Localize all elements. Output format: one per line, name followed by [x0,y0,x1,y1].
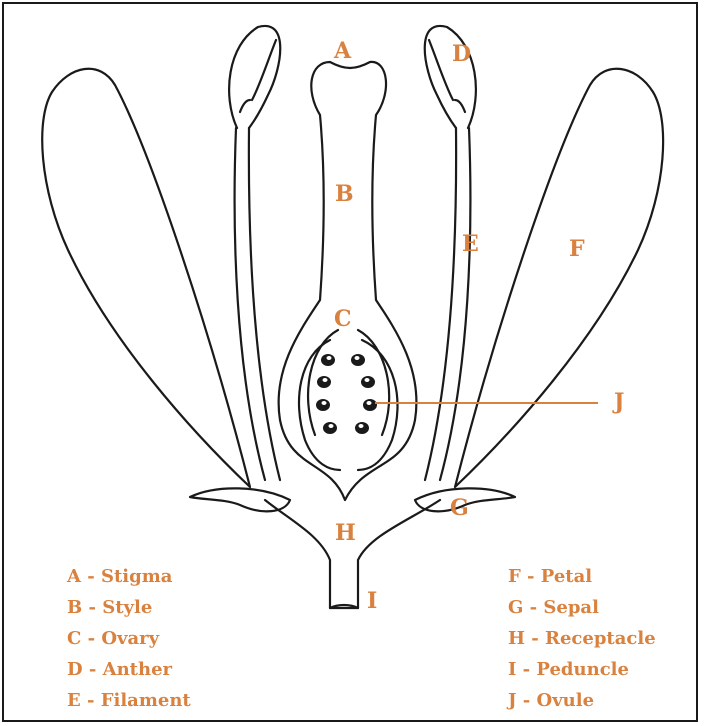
legend-item-style: B - Style [67,592,191,623]
legend-left: A - Stigma B - Style C - Ovary D - Anthe… [67,561,191,716]
label-f: F [569,238,585,260]
left-anther [229,26,280,128]
label-i: I [367,590,377,612]
left-petal [42,69,250,487]
label-e: E [462,233,479,255]
legend-item-ovary: C - Ovary [67,623,191,654]
legend-item-peduncle: I - Peduncle [508,654,656,685]
legend-item-sepal: G - Sepal [508,592,656,623]
right-petal [455,69,663,487]
legend-item-anther: D - Anther [67,654,191,685]
label-g: G [450,497,469,519]
legend-item-petal: F - Petal [508,561,656,592]
label-j: J [614,391,624,413]
legend-item-receptacle: H - Receptacle [508,623,656,654]
receptacle [265,500,440,608]
label-c: C [334,308,352,330]
ovules [316,354,377,434]
legend-right: F - Petal G - Sepal H - Receptacle I - P… [508,561,656,716]
label-b: B [335,183,354,205]
legend-item-filament: E - Filament [67,685,191,716]
legend-item-stigma: A - Stigma [67,561,191,592]
label-a: A [334,40,351,62]
label-d: D [452,43,471,65]
legend-item-ovule: J - Ovule [508,685,656,716]
label-h: H [335,522,356,544]
pistil-outline [279,62,417,500]
